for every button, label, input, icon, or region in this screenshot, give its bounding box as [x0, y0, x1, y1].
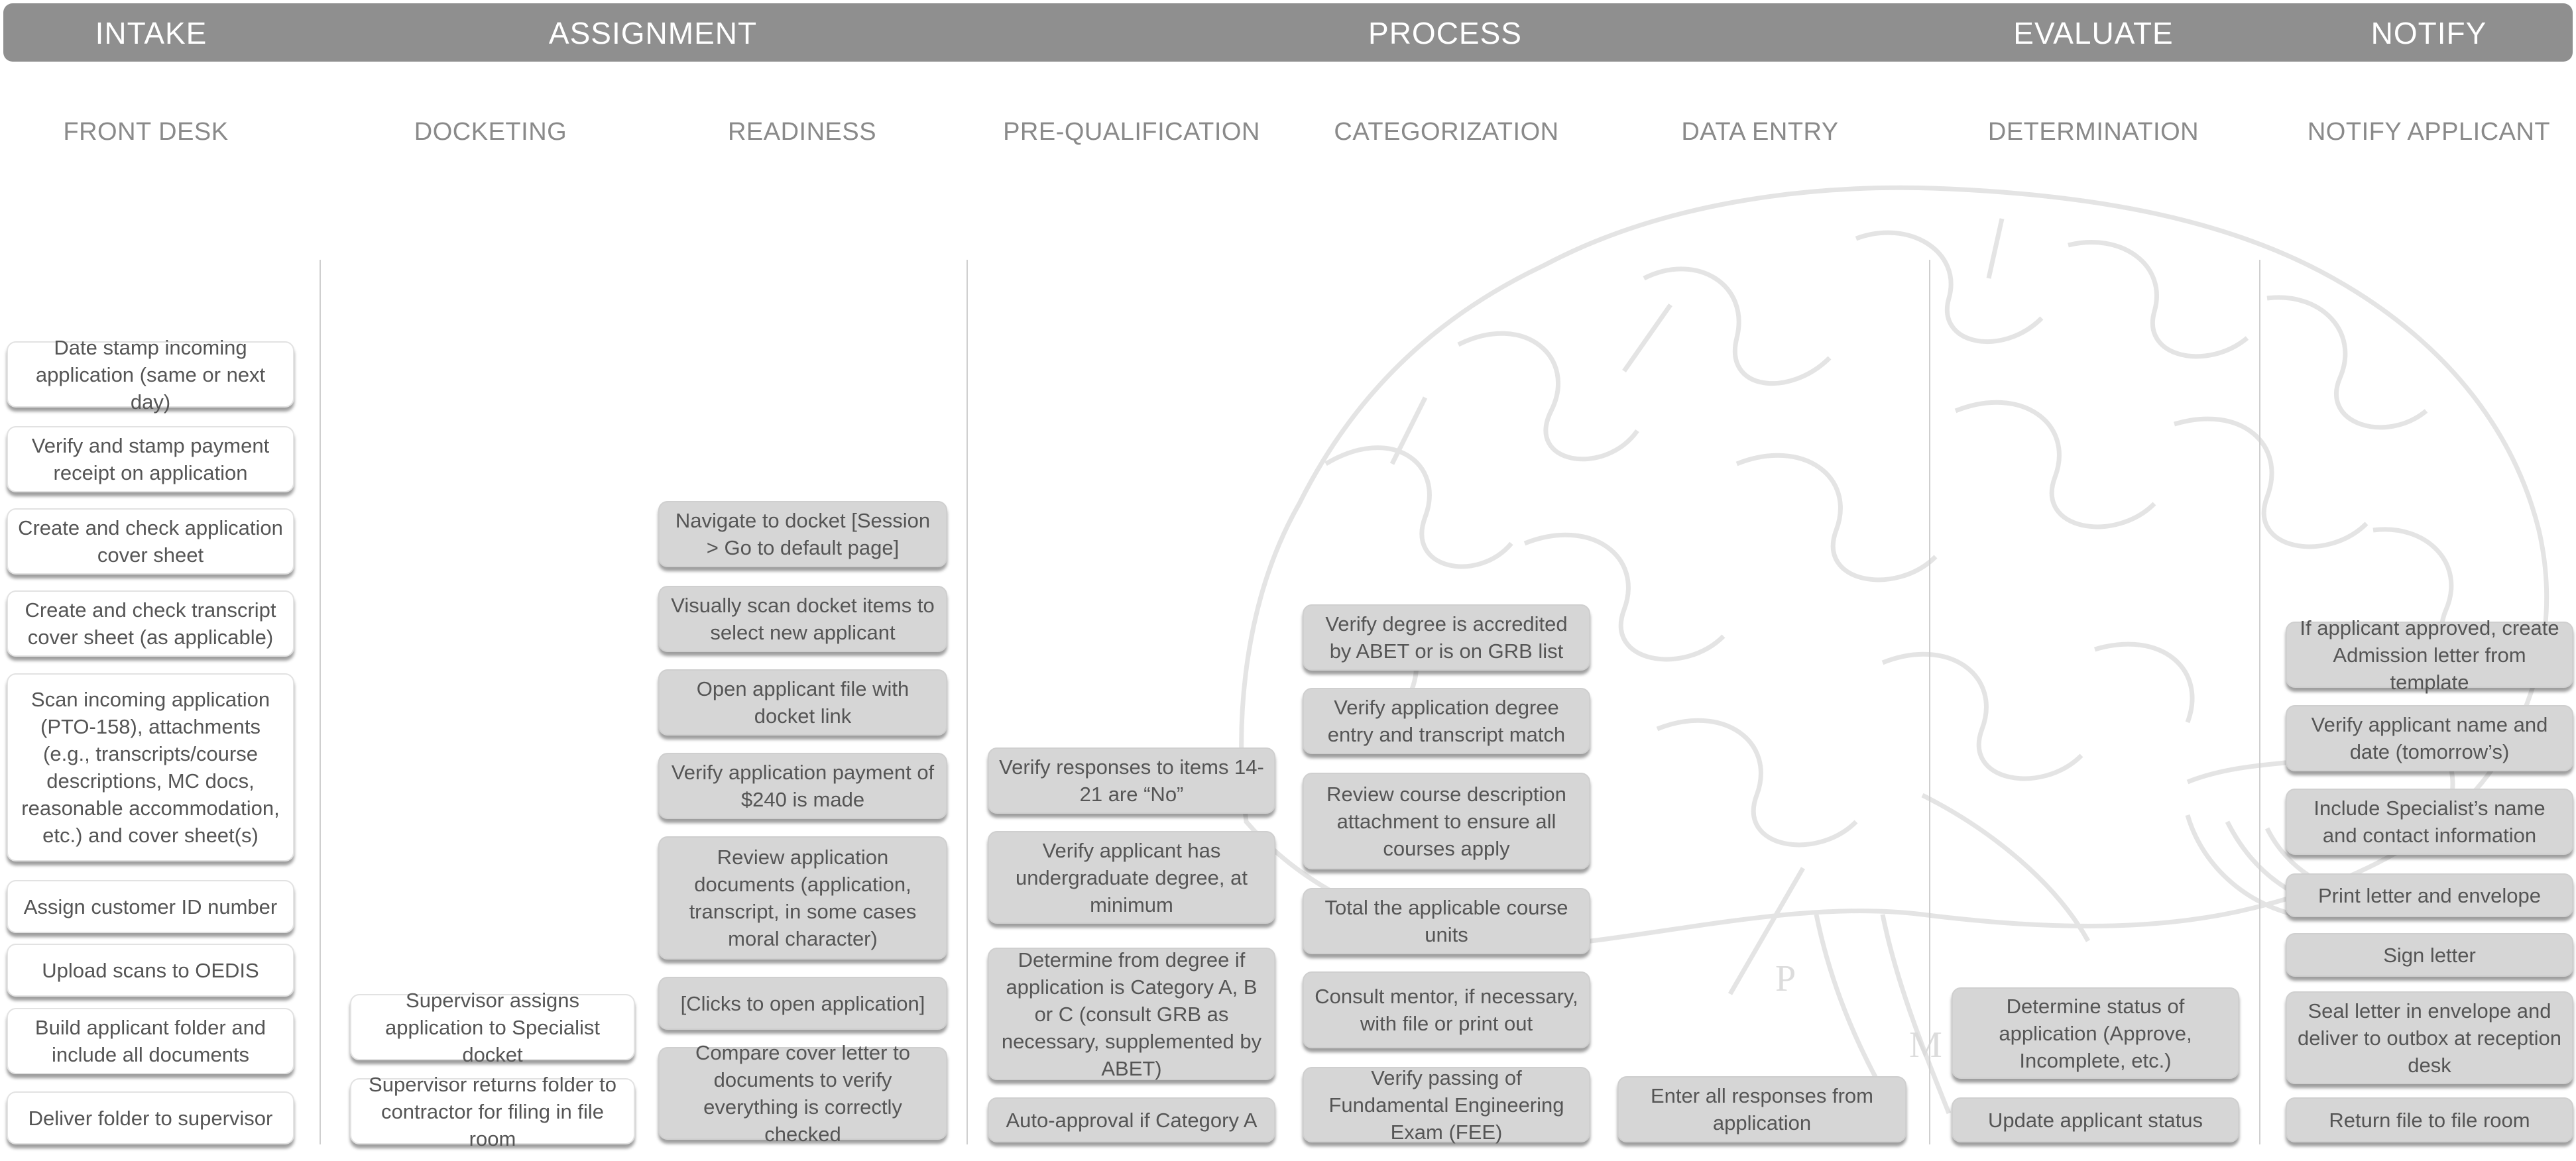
front-desk-card-5: Scan incoming application (PTO-158), att…	[7, 673, 294, 861]
front-desk-card-6: Assign customer ID number	[7, 880, 294, 933]
column-title-data-entry: DATA ENTRY	[1681, 118, 1839, 146]
categorization-card-5: Consult mentor, if necessary, with file …	[1303, 971, 1590, 1048]
phase-notify: NOTIFY	[2371, 16, 2487, 50]
readiness-card-5: Review application documents (applicatio…	[658, 836, 947, 960]
notify-applicant-card-7: Return file to file room	[2286, 1097, 2573, 1142]
docketing-card-2: Supervisor returns folder to contractor …	[350, 1073, 635, 1150]
docketing-card-1: Supervisor assigns application to Specia…	[350, 989, 635, 1066]
pre-qualification-card-3: Determine from degree if application is …	[988, 948, 1275, 1080]
pre-qualification-card-1: Verify responses to items 14-21 are “No”	[988, 747, 1275, 814]
divider-evaluate-notify	[2259, 260, 2260, 1144]
notify-applicant-card-1: If applicant approved, create Admission …	[2286, 616, 2573, 694]
phase-evaluate: EVALUATE	[2013, 16, 2174, 50]
phase-assignment: ASSIGNMENT	[548, 16, 758, 50]
notify-applicant-card-2: Verify applicant name and date (tomorrow…	[2286, 705, 2573, 771]
column-title-readiness: READINESS	[727, 118, 877, 146]
front-desk-card-9: Deliver folder to supervisor	[7, 1091, 294, 1144]
divider-intake-assignment	[320, 260, 321, 1144]
divider-process-evaluate	[1929, 260, 1930, 1144]
column-title-categorization: CATEGORIZATION	[1334, 118, 1559, 146]
notify-applicant-card-6: Seal letter in envelope and deliver to o…	[2286, 991, 2573, 1084]
categorization-card-1: Verify degree is accredited by ABET or i…	[1303, 604, 1590, 671]
notify-applicant-card-5: Sign letter	[2286, 933, 2573, 977]
front-desk-card-4: Create and check transcript cover sheet …	[7, 590, 294, 657]
categorization-card-3: Review course description attachment to …	[1303, 773, 1590, 869]
column-title-determination: DETERMINATION	[1987, 118, 2199, 146]
column-title-pre-qualification: PRE-QUALIFICATION	[1003, 118, 1260, 146]
pre-qualification-card-4: Auto-approval if Category A	[988, 1097, 1275, 1142]
phase-process: PROCESS	[1368, 16, 1522, 50]
column-title-front-desk: FRONT DESK	[63, 118, 229, 146]
data-entry-card-1: Enter all responses from application	[1617, 1076, 1906, 1142]
categorization-card-2: Verify application degree entry and tran…	[1303, 688, 1590, 754]
front-desk-card-2: Verify and stamp payment receipt on appl…	[7, 426, 294, 492]
notify-applicant-card-3: Include Specialist’s name and contact in…	[2286, 789, 2573, 855]
notify-applicant-card-4: Print letter and envelope	[2286, 873, 2573, 917]
divider-assignment-process	[966, 260, 968, 1144]
determination-card-1: Determine status of application (Approve…	[1952, 987, 2239, 1079]
pre-qualification-card-2: Verify applicant has undergraduate degre…	[988, 831, 1275, 924]
categorization-card-6: Verify passing of Fundamental Engineerin…	[1303, 1066, 1590, 1144]
readiness-card-2: Visually scan docket items to select new…	[658, 586, 947, 652]
readiness-card-4: Verify application payment of $240 is ma…	[658, 753, 947, 819]
brain-label-m: M	[1909, 1024, 1942, 1066]
readiness-card-3: Open applicant file with docket link	[658, 669, 947, 736]
front-desk-card-7: Upload scans to OEDIS	[7, 944, 294, 997]
readiness-card-6: [Clicks to open application]	[658, 977, 947, 1030]
front-desk-card-3: Create and check application cover sheet	[7, 508, 294, 575]
readiness-card-7: Compare cover letter to documents to ver…	[658, 1041, 947, 1146]
brain-label-p: P	[1775, 958, 1796, 999]
column-title-notify-applicant: NOTIFY APPLICANT	[2307, 118, 2551, 146]
phase-header-bar	[3, 3, 2573, 62]
front-desk-card-1: Date stamp incoming application (same or…	[7, 336, 294, 414]
front-desk-card-8: Build applicant folder and include all d…	[7, 1008, 294, 1074]
column-title-docketing: DOCKETING	[414, 118, 567, 146]
categorization-card-4: Total the applicable course units	[1303, 888, 1590, 954]
determination-card-2: Update applicant status	[1952, 1097, 2239, 1142]
phase-intake: INTAKE	[95, 16, 207, 50]
readiness-card-1: Navigate to docket [Session > Go to defa…	[658, 501, 947, 567]
